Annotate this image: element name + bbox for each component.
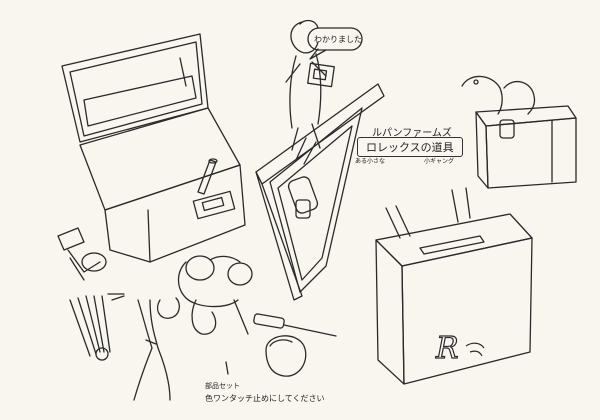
small-pouch bbox=[265, 335, 307, 377]
open-toolbox bbox=[61, 33, 246, 263]
hex-key-set bbox=[69, 293, 125, 361]
large-suitcase bbox=[375, 187, 533, 385]
folding-case bbox=[255, 83, 385, 301]
goggles bbox=[156, 255, 253, 335]
character-figure bbox=[285, 19, 363, 151]
title-line: ルパンファームズ bbox=[372, 128, 452, 139]
small-label-right: 小ギャング bbox=[424, 158, 455, 165]
handbag bbox=[461, 75, 577, 189]
suitcase-letter: R bbox=[435, 331, 459, 366]
cylinder-tool bbox=[57, 227, 107, 281]
pliers bbox=[133, 299, 171, 401]
small-label-left: ある小さな bbox=[355, 158, 386, 165]
note-line-2: 色ワンタッチ止めにしてください bbox=[205, 394, 325, 403]
note-line-1: 部品セット bbox=[205, 382, 240, 390]
item-name-box: ロレックスの道具 bbox=[357, 137, 463, 157]
suitcase-emblem-icon bbox=[465, 342, 485, 357]
pen-stroke bbox=[225, 361, 229, 375]
screwdriver bbox=[233, 299, 337, 337]
speech-bubble-text: わかりました bbox=[314, 35, 362, 44]
